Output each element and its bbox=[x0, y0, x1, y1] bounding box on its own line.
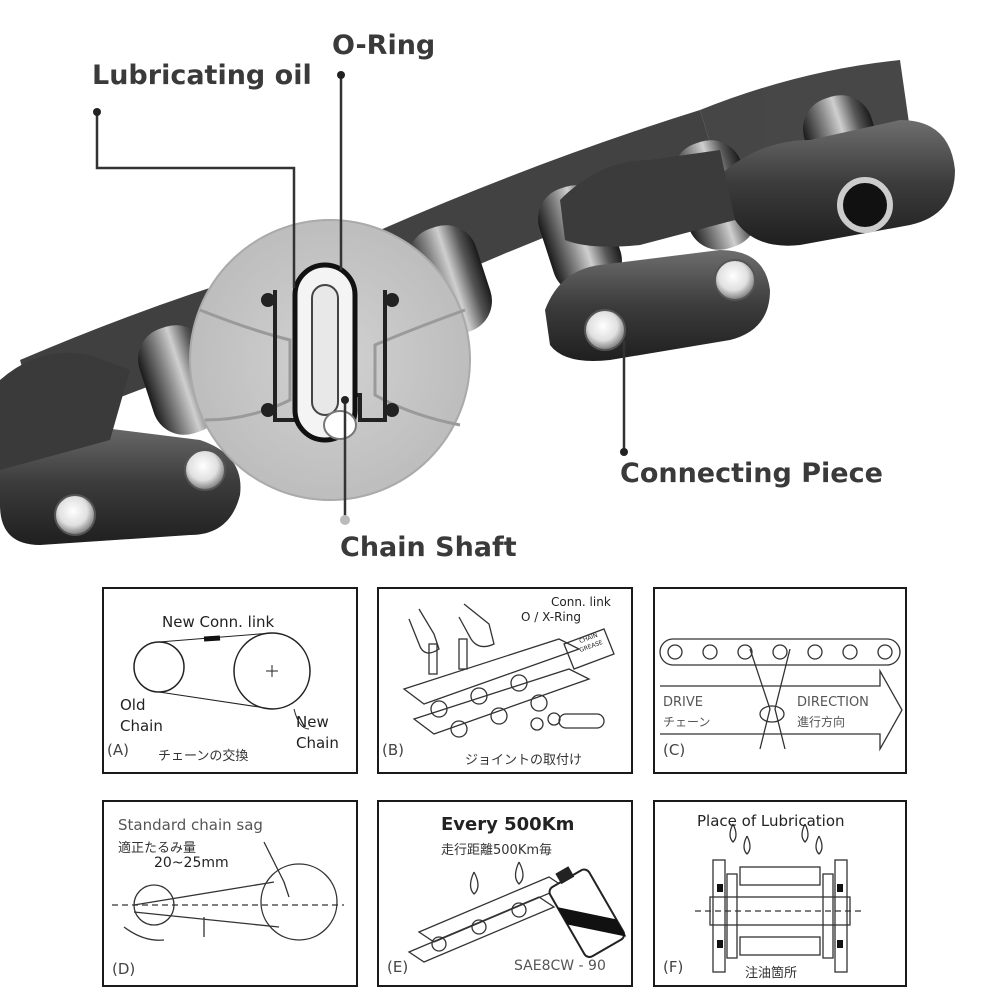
chain-illustration bbox=[0, 60, 955, 545]
panel-d-chain-sag: Standard chain sag 適正たるみ量 20~25mm (D) bbox=[102, 800, 358, 987]
panel-b-caption: ジョイントの取付け bbox=[465, 753, 583, 768]
panel-c-direction: DIRECTION bbox=[797, 695, 869, 710]
panel-c-drive: DRIVE bbox=[663, 695, 703, 710]
pins bbox=[54, 177, 893, 536]
panel-b-joint-install: Conn. link O / X-Ring CHAIN GREASE (B) ジ… bbox=[377, 587, 633, 774]
panel-b-ring: O / X-Ring bbox=[521, 610, 581, 624]
panel-a-letter: (A) bbox=[107, 741, 129, 759]
panel-c-direction-jp: 進行方向 bbox=[797, 715, 846, 729]
label-o-ring: O-Ring bbox=[332, 30, 436, 61]
panel-e-title-jp: 走行距離500Km毎 bbox=[441, 843, 553, 858]
panel-a-caption: チェーンの交換 bbox=[158, 749, 249, 764]
panel-f-caption: 注油箇所 bbox=[745, 966, 798, 981]
panel-a-new-2: Chain bbox=[296, 734, 339, 752]
panel-c-letter: (C) bbox=[663, 741, 686, 759]
label-chain-shaft: Chain Shaft bbox=[340, 532, 517, 563]
panel-a-title: New Conn. link bbox=[162, 613, 275, 631]
panel-a-old-2: Chain bbox=[120, 717, 163, 735]
panel-e-oil: SAE8CW - 90 bbox=[514, 958, 606, 974]
leader-lines bbox=[95, 75, 626, 520]
panel-c-direction: DRIVE チェーン DIRECTION 進行方向 (C) bbox=[653, 587, 907, 774]
panel-f-title: Place of Lubrication bbox=[697, 812, 845, 830]
label-lubricating-oil: Lubricating oil bbox=[92, 60, 312, 91]
panel-e-interval: Every 500Km 走行距離500Km毎 SAE8CW - 90 (E) bbox=[377, 800, 633, 987]
panel-f-letter: (F) bbox=[663, 958, 684, 976]
label-connecting-piece: Connecting Piece bbox=[620, 458, 883, 489]
panel-e-letter: (E) bbox=[387, 958, 409, 976]
panel-b-letter: (B) bbox=[382, 741, 404, 759]
panel-e-title: Every 500Km bbox=[441, 814, 575, 835]
panel-a-old-1: Old bbox=[120, 696, 146, 714]
panel-d-range: 20~25mm bbox=[154, 855, 229, 871]
panel-b-conn-link: Conn. link bbox=[551, 595, 611, 609]
chain-cutaway-diagram: Lubricating oil O-Ring Connecting Piece … bbox=[0, 30, 955, 563]
leader-dots bbox=[93, 71, 628, 525]
panel-c-drive-jp: チェーン bbox=[663, 715, 711, 729]
panel-a-chain-replacement: New Conn. link Old Chain New Chain (A) チ… bbox=[102, 587, 358, 774]
panel-d-title: Standard chain sag bbox=[118, 816, 263, 834]
cutaway-section bbox=[189, 219, 471, 501]
panel-d-title-jp: 適正たるみ量 bbox=[118, 841, 197, 856]
panel-d-letter: (D) bbox=[112, 960, 136, 978]
panel-a-new-1: New bbox=[296, 713, 329, 731]
panel-f-lubrication-points: Place of Lubrication 注油箇所 (F) bbox=[653, 800, 907, 987]
